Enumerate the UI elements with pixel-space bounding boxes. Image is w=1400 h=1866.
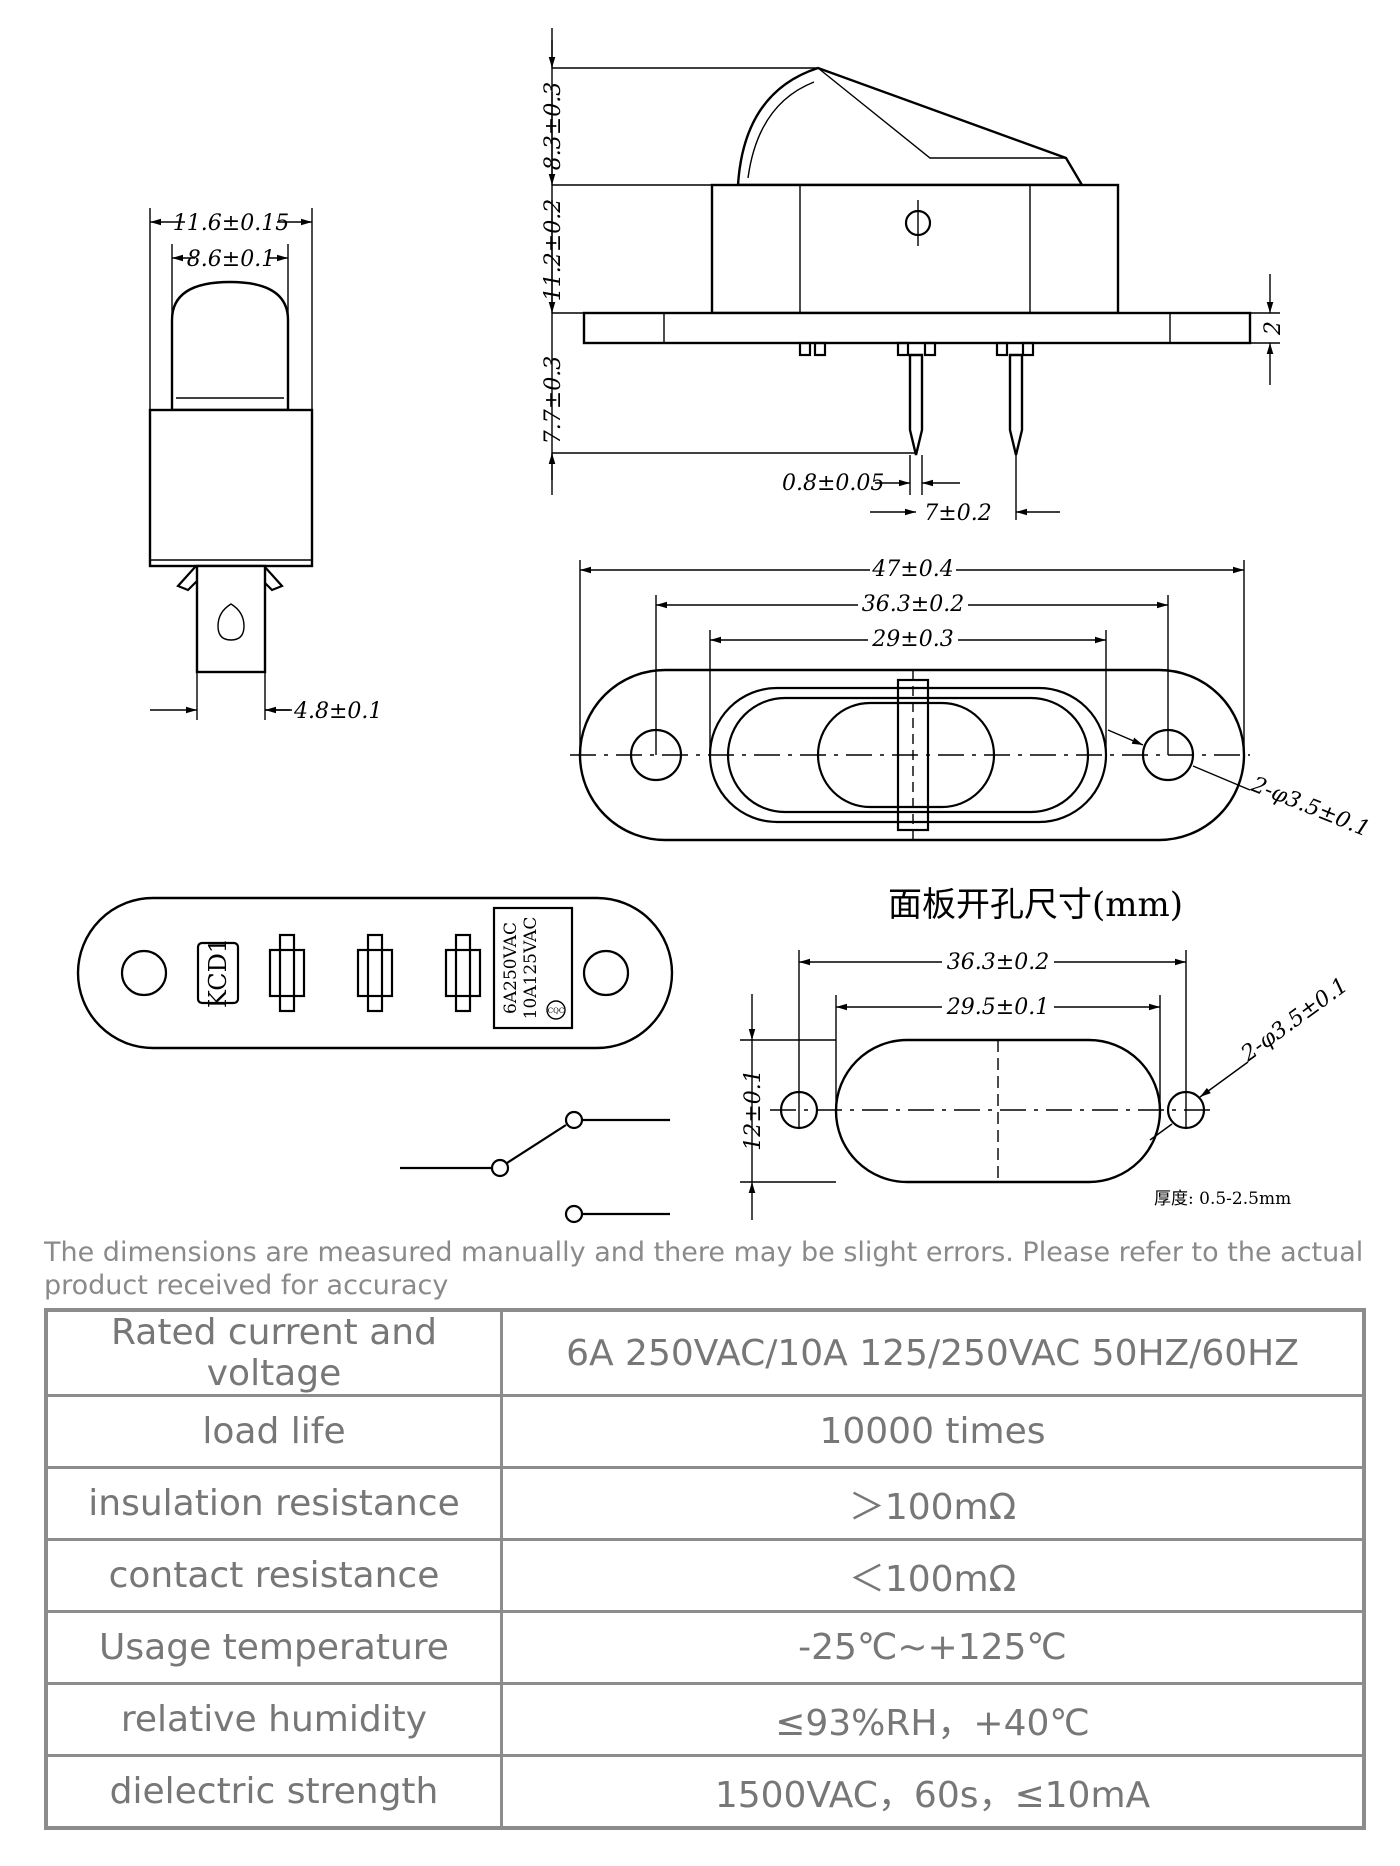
panel-cutout-view: 面板开孔尺寸(mm) 36.3±0.2 29.5±0.1 12±0.1 2-φ3…: [740, 885, 1353, 1220]
dim-rocker-height: 8.3±0.3: [541, 82, 566, 170]
label-view: KCD1 6A250VAC 10A125VAC CQC: [76, 896, 674, 1050]
rating-line-2: 10A125VAC: [521, 917, 541, 1020]
table-row: relative humidity ≤93%RH，+40℃: [44, 1682, 1366, 1757]
dim-cutout-width: 12±0.1: [741, 1069, 766, 1150]
spec-value: 10000 times: [500, 1394, 1366, 1469]
terminal-slot: [356, 933, 394, 1013]
top-view: 47±0.4 36.3±0.2 29±0.3 2-φ3.5±0.1: [570, 555, 1373, 842]
spec-value: 6A 250VAC/10A 125/250VAC 50HZ/60HZ: [500, 1308, 1366, 1397]
terminal-slot: [268, 933, 306, 1013]
dim-flange-thickness: 2: [1261, 321, 1286, 336]
spec-table: Rated current and voltage 6A 250VAC/10A …: [44, 1308, 1366, 1830]
table-row: Rated current and voltage 6A 250VAC/10A …: [44, 1308, 1366, 1397]
terminal-slot: [444, 933, 482, 1013]
measurement-note: The dimensions are measured manually and…: [44, 1237, 1364, 1301]
table-row: insulation resistance ＞100mΩ: [44, 1466, 1366, 1541]
spec-value: 1500VAC，60s，≤10mA: [500, 1754, 1366, 1830]
spec-label: load life: [44, 1394, 503, 1469]
dim-side-width: 11.6±0.15: [173, 211, 289, 236]
spec-label: contact resistance: [44, 1538, 503, 1613]
dim-body-height: 11.2±0.2: [541, 199, 566, 301]
dim-side-cap-width: 8.6±0.1: [187, 247, 275, 272]
technical-drawing: 11.6±0.15 8.6±0.1 4.8±0.1 8.: [76, 28, 1373, 1224]
front-view: 8.3±0.3 11.2±0.2 7.7±0.3 2 0.8±0.05 7±0.…: [541, 28, 1286, 526]
dim-pin-pitch: 7±0.2: [924, 501, 991, 526]
spec-label: dielectric strength: [44, 1754, 503, 1830]
dim-body-length: 29±0.3: [871, 627, 953, 652]
table-row: Usage temperature -25℃~+125℃: [44, 1610, 1366, 1685]
thickness-note: 厚度: 0.5-2.5mm: [1154, 1189, 1291, 1209]
cert-mark: CQC: [548, 1007, 564, 1015]
model-label: KCD1: [204, 938, 232, 1008]
dim-cutout-length: 29.5±0.1: [946, 995, 1049, 1020]
dim-pin-height: 7.7±0.3: [541, 356, 566, 444]
dim-pin-width: 0.8±0.05: [782, 471, 884, 496]
dim-cutout-hole: 2-φ3.5±0.1: [1236, 973, 1353, 1067]
dim-mount-hole: 2-φ3.5±0.1: [1247, 772, 1373, 842]
dim-terminal-width: 4.8±0.1: [293, 699, 382, 724]
spec-label: Usage temperature: [44, 1610, 503, 1685]
spec-value: ＞100mΩ: [500, 1466, 1366, 1541]
dim-hole-spacing: 36.3±0.2: [862, 592, 964, 617]
rating-line-1: 6A250VAC: [501, 922, 521, 1014]
table-row: dielectric strength 1500VAC，60s，≤10mA: [44, 1754, 1366, 1830]
cutout-title: 面板开孔尺寸(mm): [888, 885, 1183, 925]
spec-value: ≤93%RH，+40℃: [500, 1682, 1366, 1757]
spec-value: -25℃~+125℃: [500, 1610, 1366, 1685]
spec-label: relative humidity: [44, 1682, 503, 1757]
table-row: contact resistance ＜100mΩ: [44, 1538, 1366, 1613]
spec-label: insulation resistance: [44, 1466, 503, 1541]
spec-label: Rated current and voltage: [44, 1308, 503, 1397]
switch-schematic: [400, 1110, 670, 1224]
dim-cutout-hole-spacing: 36.3±0.2: [947, 950, 1049, 975]
spec-value: ＜100mΩ: [500, 1538, 1366, 1613]
side-view: 11.6±0.15 8.6±0.1 4.8±0.1: [148, 208, 382, 724]
dim-overall-length: 47±0.4: [871, 557, 953, 582]
table-row: load life 10000 times: [44, 1394, 1366, 1469]
